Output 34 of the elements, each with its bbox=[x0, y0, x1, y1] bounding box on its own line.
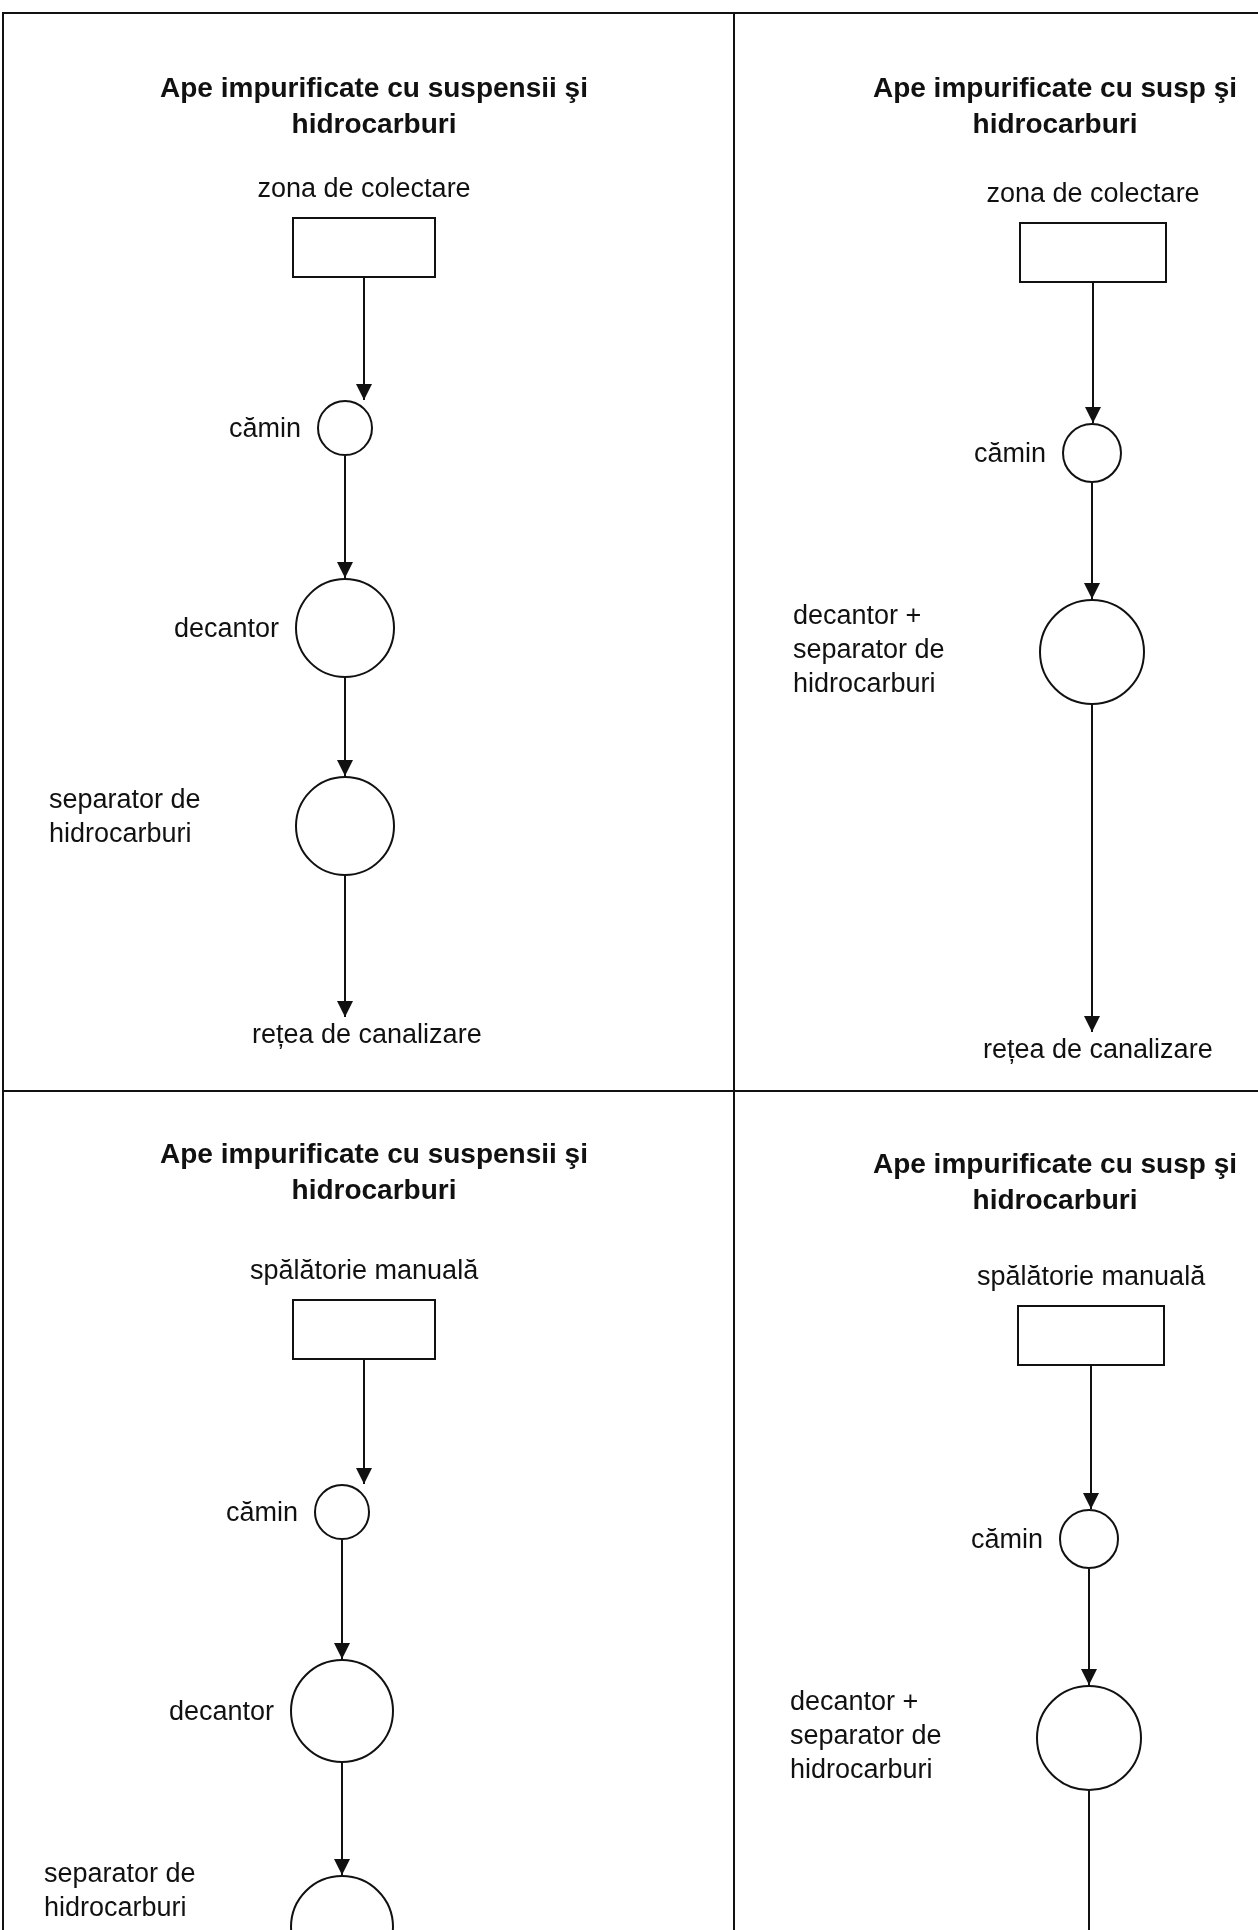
box-label: spălătorie manuală bbox=[977, 1260, 1206, 1293]
node-label: decantor + separator de hidrocarburi bbox=[790, 1685, 943, 1786]
node-label: cămin bbox=[974, 437, 1047, 470]
arrow bbox=[356, 1359, 372, 1485]
arrow bbox=[1085, 282, 1101, 424]
box-label: spălătorie manuală bbox=[250, 1254, 479, 1287]
arrow bbox=[1083, 1365, 1099, 1510]
panel-title: Ape impurificate cu susp şi hidrocarburi bbox=[871, 71, 1239, 141]
arrow bbox=[356, 277, 372, 401]
node-label: cămin bbox=[226, 1496, 299, 1529]
box-label: zona de colectare bbox=[257, 172, 471, 205]
node-label: decantor + separator de hidrocarburi bbox=[793, 599, 946, 700]
arrow bbox=[334, 1539, 350, 1660]
node-label: separator de hidrocarburi bbox=[49, 783, 202, 850]
node-label: cămin bbox=[971, 1523, 1044, 1556]
arrow bbox=[337, 677, 353, 777]
arrow bbox=[334, 1762, 350, 1876]
panel-title: Ape impurificate cu suspensii şi hidrocarburi bbox=[159, 1137, 589, 1207]
node-label: cămin bbox=[229, 412, 302, 445]
node-label: decantor bbox=[169, 1695, 275, 1728]
arrow bbox=[1081, 1568, 1097, 1686]
node-label: decantor bbox=[174, 612, 280, 645]
outlet-label: rețea de canalizare bbox=[252, 1017, 482, 1051]
arrow bbox=[337, 455, 353, 579]
arrow bbox=[337, 875, 353, 1018]
panel-frame bbox=[2, 12, 735, 1092]
panel-title: Ape impurificate cu suspensii şi hidrocarburi bbox=[159, 71, 589, 141]
connector-line bbox=[1088, 1790, 1090, 1930]
box-label: zona de colectare bbox=[986, 177, 1200, 210]
arrow bbox=[1084, 704, 1100, 1033]
outlet-label: rețea de canalizare bbox=[983, 1032, 1213, 1066]
arrow bbox=[1084, 482, 1100, 600]
panel-title: Ape impurificate cu susp şi hidrocarburi bbox=[871, 1147, 1239, 1217]
node-label: separator de hidrocarburi bbox=[44, 1857, 197, 1924]
